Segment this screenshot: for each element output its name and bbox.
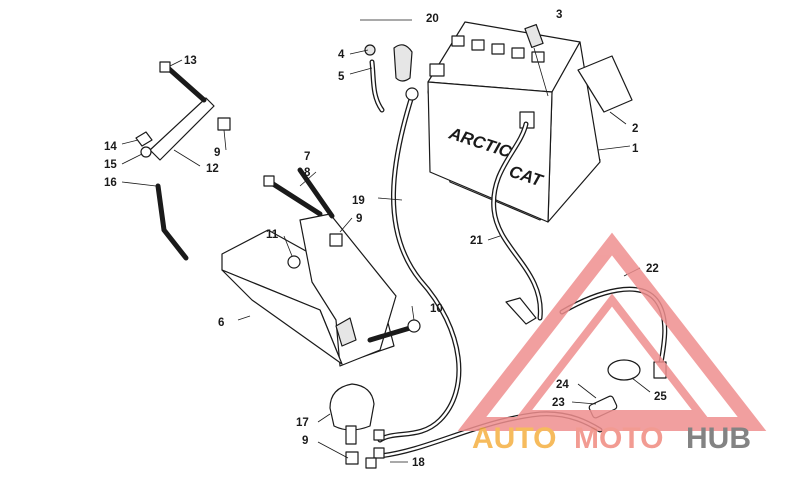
- hold-down-strap: [135, 61, 215, 161]
- callout-25: 25: [654, 391, 667, 403]
- callout-9-bottom: 9: [302, 435, 308, 447]
- starter-solenoid: [329, 383, 375, 445]
- nuts-18: [365, 429, 385, 469]
- callout-15: 15: [104, 159, 117, 171]
- battery: ARCTIC CAT: [427, 21, 601, 223]
- rod-16: [155, 183, 189, 261]
- callout-16: 16: [104, 177, 117, 189]
- cable-clamp: [607, 359, 641, 381]
- watermark: AUTO MOTO HUB: [457, 232, 767, 455]
- leader-lines: [121, 19, 651, 463]
- bolt-8: [297, 167, 335, 219]
- callout-8: 8: [304, 167, 311, 179]
- nut-9-top: [217, 117, 231, 131]
- watermark-triangle: [457, 232, 767, 431]
- watermark-moto: MOTO: [574, 422, 663, 455]
- callout-18: 18: [412, 457, 425, 469]
- nut-9-bottom: [345, 451, 359, 465]
- callout-1: 1: [632, 143, 639, 155]
- callout-9-top: 9: [214, 147, 220, 159]
- nut-9-mid: [329, 233, 343, 247]
- callout-13: 13: [184, 55, 197, 67]
- callout-21: 21: [470, 235, 483, 247]
- callout-14: 14: [104, 141, 117, 153]
- callout-12: 12: [206, 163, 219, 175]
- battery-pad: [577, 55, 633, 113]
- vent-plug: [524, 23, 549, 97]
- bolt-7: [263, 175, 323, 217]
- watermark-hub: HUB: [686, 422, 751, 455]
- callout-23: 23: [552, 397, 565, 409]
- spacer-11: [287, 255, 301, 269]
- callout-5: 5: [338, 71, 345, 83]
- battery-bracket: [221, 213, 397, 367]
- callout-20: 20: [426, 13, 439, 25]
- callout-4: 4: [338, 49, 345, 61]
- vent-hose: [364, 44, 413, 113]
- callout-22: 22: [646, 263, 659, 275]
- callout-17: 17: [296, 417, 309, 429]
- watermark-triangle-inner: [515, 293, 709, 418]
- callout-24: 24: [556, 379, 569, 391]
- callout-3: 3: [556, 9, 562, 21]
- callout-19: 19: [352, 195, 365, 207]
- cable-19: [377, 87, 462, 443]
- callout-10: 10: [430, 303, 443, 315]
- callout-11: 11: [266, 229, 279, 241]
- callout-2: 2: [632, 123, 638, 135]
- callout-7: 7: [304, 151, 310, 163]
- cable-21: [491, 121, 543, 325]
- callout-9-mid: 9: [356, 213, 362, 225]
- watermark-auto: AUTO: [472, 422, 556, 455]
- bolt-10: [367, 319, 421, 343]
- callout-6: 6: [218, 317, 224, 329]
- callouts: 1 2 3 4 5 6 7 8 9 9 9 10 11 12 13 14 15 …: [104, 9, 667, 469]
